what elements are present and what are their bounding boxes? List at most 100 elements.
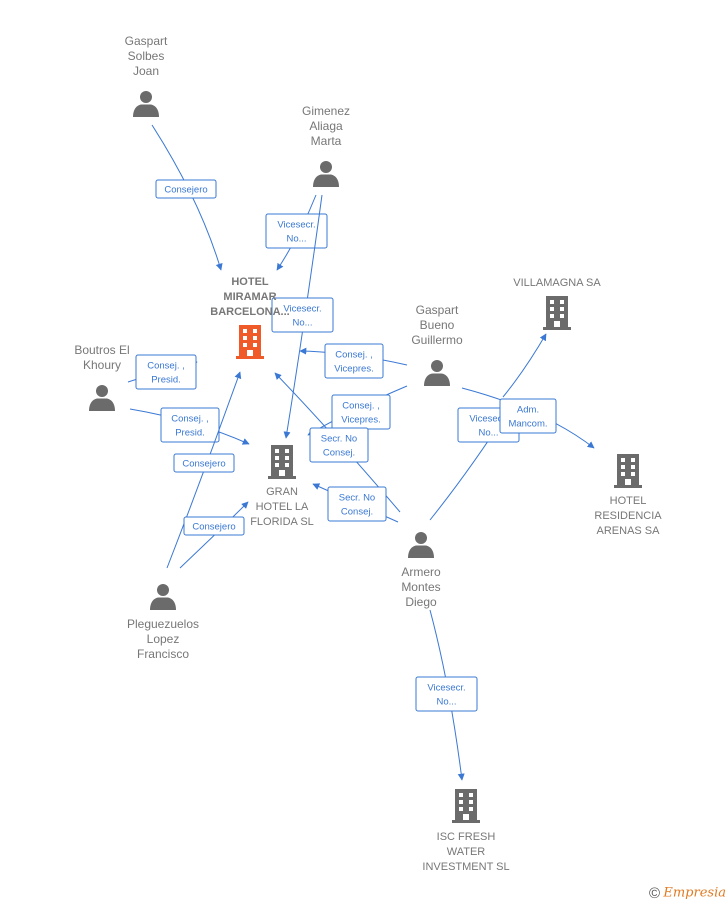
node-label-text: Montes xyxy=(401,580,440,594)
node-villamagna[interactable]: VILLAMAGNA SA xyxy=(513,277,601,330)
edge-label[interactable]: Adm. Mancom. xyxy=(499,398,557,434)
edge-label-text: Consej. xyxy=(341,507,373,518)
node-residencia[interactable]: HOTEL RESIDENCIA ARENAS SA xyxy=(594,454,662,537)
node-label-text: FLORIDA SL xyxy=(250,516,314,528)
person-icon xyxy=(150,584,176,610)
node-label-text: HOTEL LA xyxy=(256,501,309,513)
edge-label-text: Presid. xyxy=(175,428,205,439)
edge-label-text: No... xyxy=(436,697,456,708)
edge-e5: Consej. , Presid. xyxy=(129,407,250,445)
edge-label-box xyxy=(173,453,235,473)
building-icon xyxy=(236,325,264,359)
edge-label[interactable]: Vicesecr.No... xyxy=(271,297,334,333)
edge-label[interactable]: Consej. ,Vicepres. xyxy=(324,343,384,379)
node-label-text: Francisco xyxy=(137,647,189,661)
edge-e4: Consej. , Presid. xyxy=(127,354,198,390)
edge-label-text: Vicesecr. xyxy=(427,683,465,694)
person-icon xyxy=(89,385,115,411)
node-label-text: Boutros El xyxy=(74,343,129,357)
node-label-text: Armero xyxy=(401,565,441,579)
edge-label-text: Presid. xyxy=(151,375,181,386)
node-label-text: Pleguezuelos xyxy=(127,617,199,631)
edge-label-text: Mancom. xyxy=(508,419,547,430)
edge-label-text: Consej. , xyxy=(342,401,380,412)
edge-label-text: Vicesecr. xyxy=(277,220,315,231)
person-icon xyxy=(408,532,434,558)
edge-e14: Vicesecr. No... xyxy=(415,609,478,781)
node-label-text: Aliaga xyxy=(309,119,343,133)
edge-label[interactable]: Consej. , Presid. xyxy=(160,407,220,443)
node-label-text: HOTEL xyxy=(231,276,269,288)
edge-label[interactable]: Vicesecr. No... xyxy=(415,676,478,712)
node-label-text: Guillermo xyxy=(411,333,463,347)
node-miramar[interactable]: HOTEL MIRAMAR BARCELONA... xyxy=(210,276,290,359)
edge-label-text: Consejero xyxy=(164,185,207,196)
node-label-text: RESIDENCIA xyxy=(594,510,662,522)
person-icon xyxy=(133,91,159,117)
edge-label-box xyxy=(183,516,245,536)
edge-label-box xyxy=(271,297,334,333)
edge-label[interactable]: Consejero xyxy=(183,516,245,536)
edge-label[interactable]: Secr. No Consej. xyxy=(327,486,387,522)
copyright-icon: © xyxy=(648,885,661,902)
brand-name: Empresia xyxy=(663,885,726,901)
edge-label-box xyxy=(324,343,384,379)
node-label-text: Joan xyxy=(133,64,159,78)
edge-label-box xyxy=(415,676,478,712)
node-label-text: MIRAMAR xyxy=(223,291,276,303)
edge-label-text: No... xyxy=(292,318,312,329)
edge-e11: Consejero xyxy=(179,501,249,569)
edge-label-text: Consej. , xyxy=(335,350,373,361)
edge-label-box xyxy=(499,398,557,434)
footer-brand: © Empresia xyxy=(649,885,726,902)
edge-e7: Consej. , Vicepres. xyxy=(307,385,408,436)
edge-label[interactable]: Consej. , Vicepres. xyxy=(331,394,391,430)
node-label-text: Gimenez xyxy=(302,104,350,118)
edge-label[interactable]: Consejero xyxy=(155,179,217,199)
node-label-text: BARCELONA... xyxy=(210,306,289,318)
edge-label-box xyxy=(160,407,220,443)
edge-e6: Consej. ,Vicepres. xyxy=(299,343,408,379)
edge-label-text: No... xyxy=(478,428,498,439)
edge-arrow xyxy=(502,333,547,398)
node-label-text: WATER xyxy=(447,846,486,858)
edge-label-box xyxy=(135,354,197,390)
edge-e9: Secr. No Consej. xyxy=(312,483,399,523)
person-icon xyxy=(313,161,339,187)
edge-label-text: Consej. , xyxy=(147,361,185,372)
node-label-text: Diego xyxy=(405,595,437,609)
edge-label-text: Consej. , xyxy=(171,414,209,425)
edge-label-box xyxy=(327,486,387,522)
edge-label-box xyxy=(265,213,328,249)
edge-label[interactable]: Consej. , Presid. xyxy=(135,354,197,390)
node-label-text: Marta xyxy=(311,134,342,148)
edge-label-text: Secr. No xyxy=(339,493,375,504)
node-label-text: VILLAMAGNA SA xyxy=(513,277,601,289)
node-label-text: GRAN xyxy=(266,486,298,498)
edge-label[interactable]: Vicesecr.No... xyxy=(265,213,328,249)
edge-e13: Adm. Mancom. xyxy=(461,333,595,449)
edge-e2: Vicesecr.No... xyxy=(265,194,328,271)
edge-label-text: Consejero xyxy=(182,459,225,470)
node-label-text: Gaspart xyxy=(125,34,168,48)
edge-label-text: Adm. xyxy=(517,405,539,416)
edge-label[interactable]: Consejero xyxy=(173,453,235,473)
building-icon xyxy=(452,789,480,823)
node-label-text: ISC FRESH xyxy=(437,831,496,843)
node-label-text: ARENAS SA xyxy=(597,525,661,537)
edge-label-text: Consej. xyxy=(323,448,355,459)
edge-label-text: Consejero xyxy=(192,522,235,533)
node-gran_hotel[interactable]: GRAN HOTEL LA FLORIDA SL xyxy=(250,445,314,528)
node-label-text: Bueno xyxy=(420,318,455,332)
edge-label-text: Vicepres. xyxy=(341,415,380,426)
node-label-text: HOTEL xyxy=(610,495,647,507)
